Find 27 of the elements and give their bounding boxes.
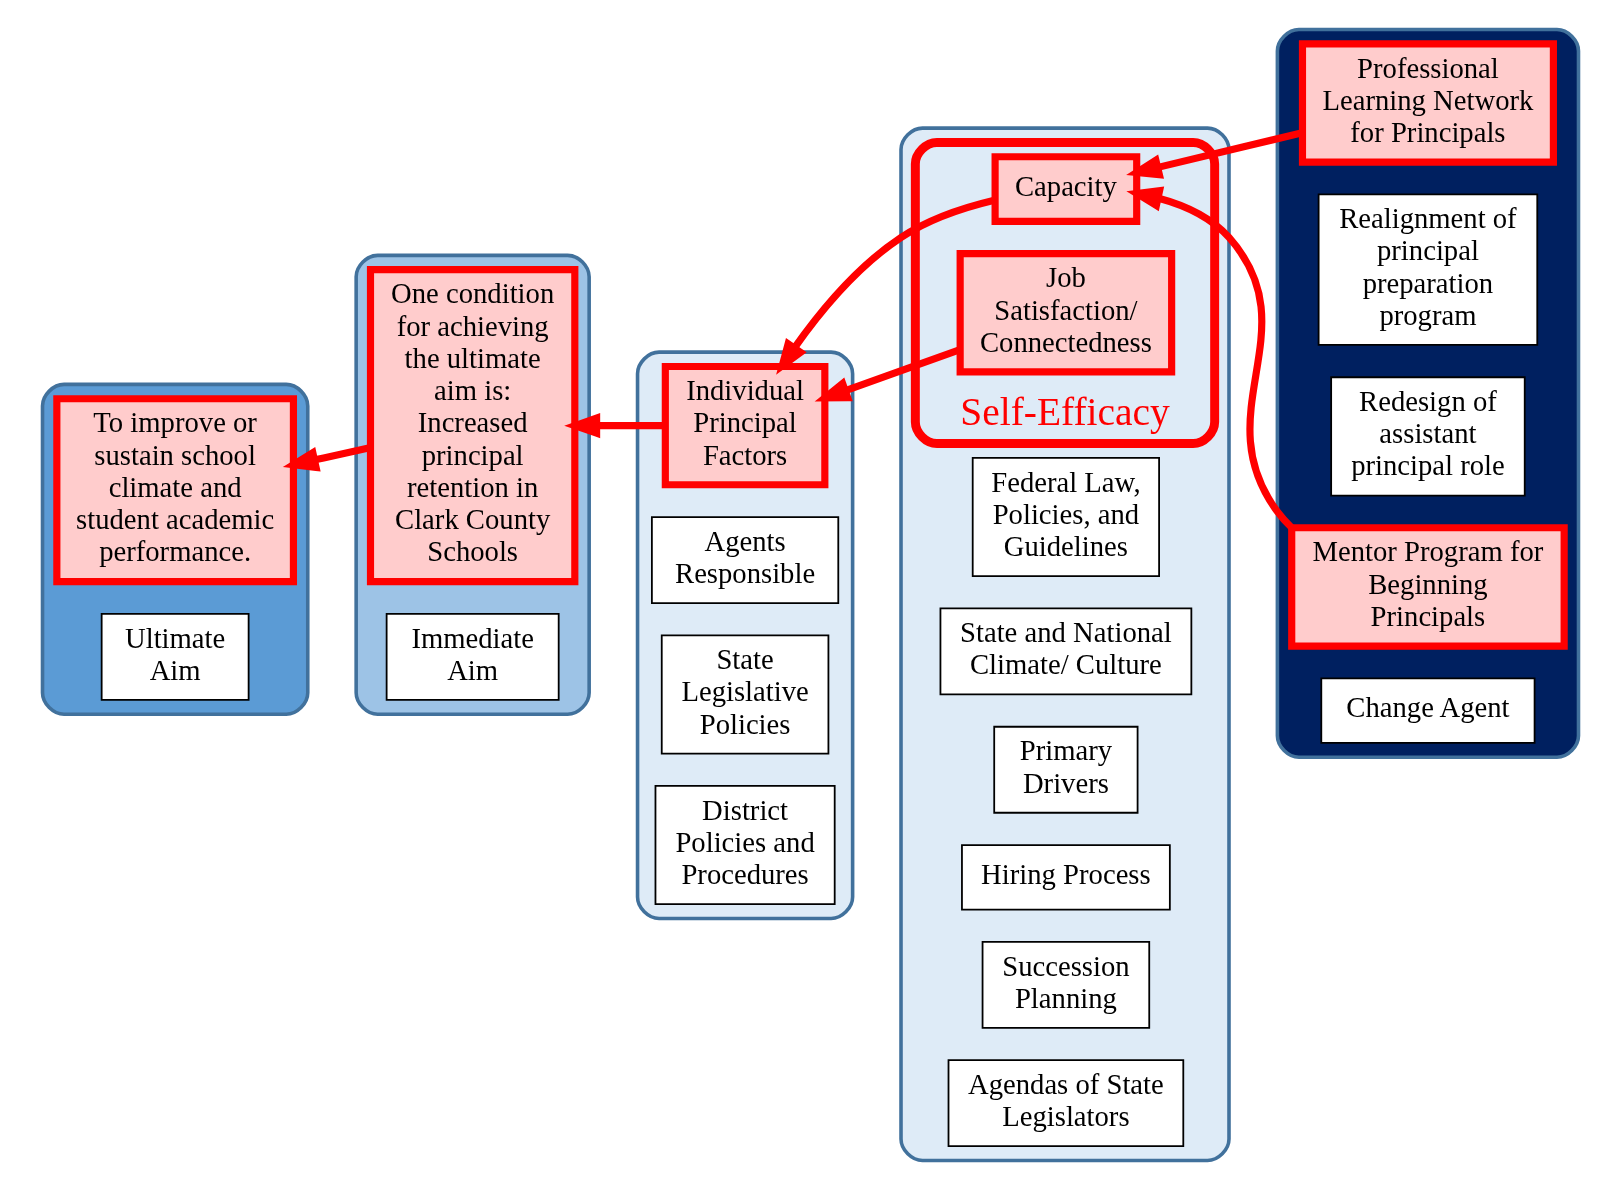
- cluster: [1275, 27, 1581, 759]
- node-box: District Policies and Procedures: [654, 785, 836, 906]
- arrow: [564, 413, 665, 439]
- node-box: State Legislative Policies: [660, 634, 830, 755]
- node-box: Federal Law, Policies, and Guidelines: [971, 457, 1160, 578]
- node-box: To improve or sustain school climate and student academic performance.: [53, 395, 297, 586]
- cluster: [40, 382, 310, 716]
- node-box: Individual Principal Factors: [661, 362, 829, 489]
- node-box: Redesign of assistant principal role: [1330, 376, 1526, 497]
- node-box: Primary Drivers: [993, 725, 1139, 814]
- node-box: Mentor Program for Beginning Principals: [1288, 524, 1568, 650]
- node-box: Hiring Process: [961, 844, 1171, 911]
- node-box: Ultimate Aim: [100, 612, 250, 701]
- node-box: Realignment of principal preparation program: [1317, 193, 1539, 346]
- node-box: State and National Climate/ Culture: [939, 607, 1193, 696]
- node-box: Job Satisfaction/ Connectedness: [956, 250, 1176, 376]
- node-box: Immediate Aim: [385, 612, 560, 701]
- node-box: Succession Planning: [981, 940, 1151, 1029]
- node-box: Agents Responsible: [651, 516, 840, 604]
- cluster: [354, 253, 591, 716]
- node-box: Capacity: [991, 153, 1141, 225]
- node-box: Change Agent: [1320, 677, 1536, 744]
- arrow: [1126, 186, 1294, 530]
- node-box: Professional Learning Network for Principals: [1298, 40, 1557, 166]
- node-box: Agendas of State Legislators: [947, 1059, 1185, 1148]
- node-box: One condition for achieving the ultimate aim is: Increased principal retention in Clark County Schools: [366, 266, 579, 586]
- cluster: [899, 126, 1231, 1163]
